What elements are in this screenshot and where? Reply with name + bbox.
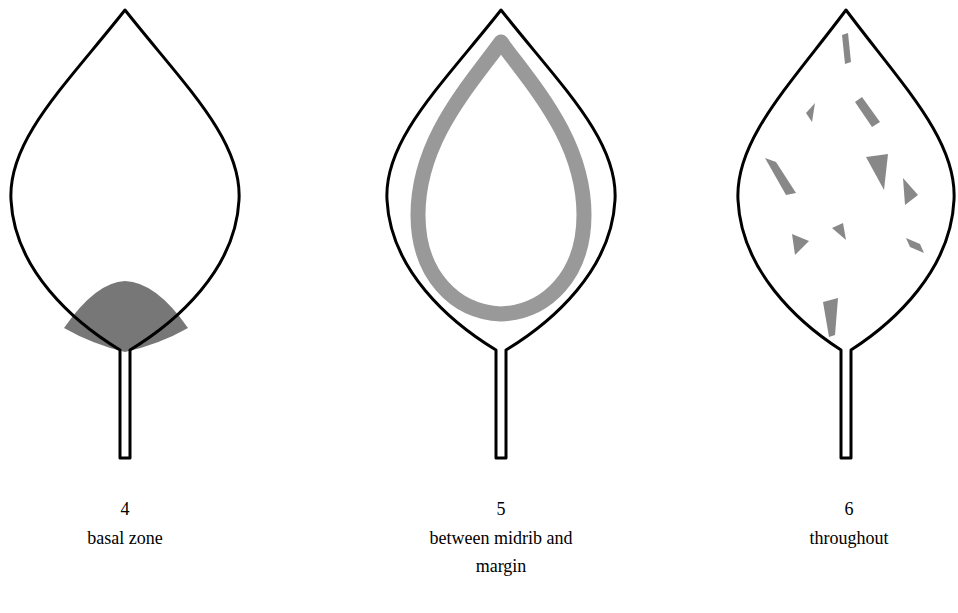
leaf-outline [738, 10, 954, 458]
leaf-outline [387, 10, 615, 458]
basal-shading [64, 281, 188, 352]
scattered-patch [906, 238, 924, 253]
zone-name: between midrib and margin [416, 524, 586, 580]
zone-name: throughout [764, 524, 934, 552]
zone-name: basal zone [40, 524, 210, 552]
scattered-patch [855, 97, 880, 127]
leaf-outline [11, 10, 239, 458]
scattered-patch [765, 158, 796, 195]
callout-number: 5 [416, 495, 586, 523]
leaf-group [11, 10, 954, 458]
scattered-patch [806, 103, 815, 122]
scattered-patch [832, 223, 846, 240]
callout-number: 4 [40, 495, 210, 523]
scattered-patch [823, 298, 838, 337]
scattered-patch [866, 154, 888, 190]
scattered-patch [903, 178, 918, 205]
scattered-patch [792, 234, 809, 255]
scattered-patch [842, 33, 851, 64]
callout-number: 6 [764, 495, 934, 523]
